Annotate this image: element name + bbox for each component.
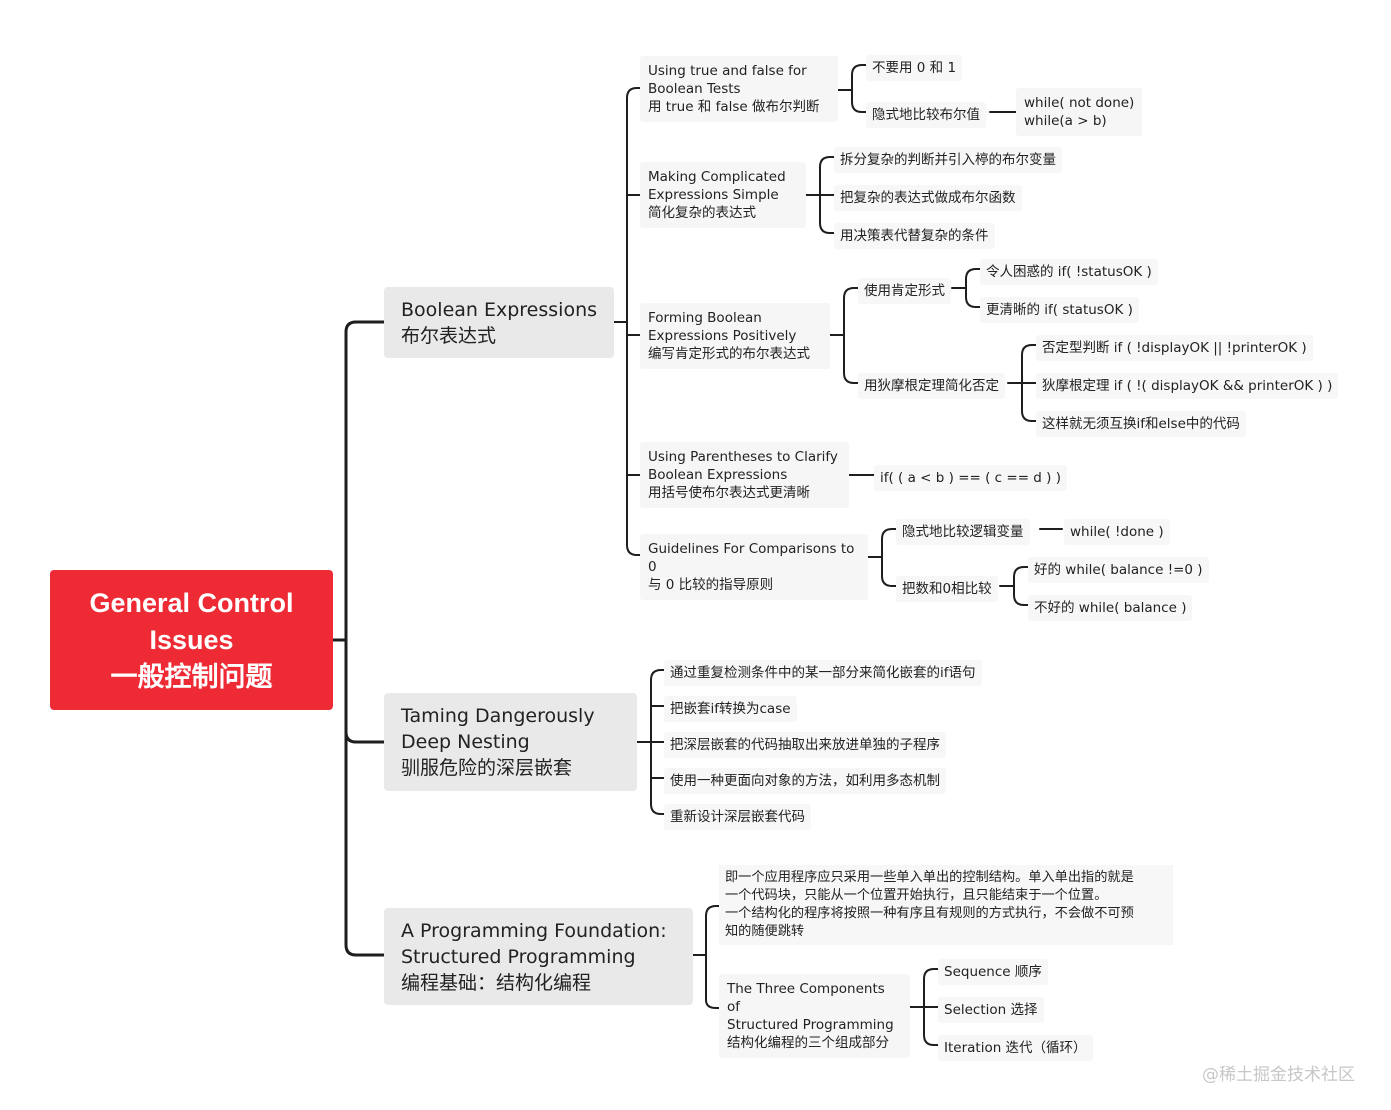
topic-nesting-polymorphism[interactable]: 使用一种更面向对象的方法，如利用多态机制 (664, 768, 946, 794)
topic-three-components[interactable]: The Three Components of Structured Progr… (719, 974, 910, 1058)
topic-while-examples[interactable]: while( not done) while(a > b) (1016, 88, 1143, 136)
topic-parentheses-example[interactable]: if( ( a < b ) == ( c == d ) ) (874, 465, 1067, 491)
branch-deep-nesting[interactable]: Taming Dangerously Deep Nesting 驯服危险的深层嵌… (384, 693, 637, 791)
topic-structured-description[interactable]: 即一个应用程序应只采用一些单入单出的控制结构。单入单出指的就是 一个代码块，只能… (719, 865, 1173, 945)
topic-iteration[interactable]: Iteration 迭代（循环） (938, 1035, 1093, 1061)
topic-compare-numbers[interactable]: 把数和0相比较 (896, 576, 998, 602)
topic-bad-example[interactable]: 不好的 while( balance ) (1028, 595, 1193, 621)
topic-selection[interactable]: Selection 选择 (938, 997, 1044, 1023)
topic-nesting-subroutine[interactable]: 把深层嵌套的代码抽取出来放进单独的子程序 (664, 732, 946, 758)
branch-structured-programming[interactable]: A Programming Foundation: Structured Pro… (384, 908, 693, 1005)
topic-nesting-redesign[interactable]: 重新设计深层嵌套代码 (664, 804, 811, 830)
topic-implicit-logic[interactable]: 隐式地比较逻辑变量 (896, 519, 1030, 545)
topic-true-false[interactable]: Using true and false for Boolean Tests 用… (640, 56, 838, 122)
topic-boolean-function[interactable]: 把复杂的表达式做成布尔函数 (834, 185, 1022, 211)
topic-decision-table[interactable]: 用决策表代替复杂的条件 (834, 223, 995, 249)
topic-demorgan[interactable]: 用狄摩根定理简化否定 (858, 373, 1005, 399)
topic-compare-zero[interactable]: Guidelines For Comparisons to 0 与 0 比较的指… (640, 534, 868, 600)
topic-clearer-example[interactable]: 更清晰的 if( statusOK ) (980, 297, 1139, 323)
topic-implicit-boolean[interactable]: 隐式地比较布尔值 (866, 102, 986, 128)
topic-good-example[interactable]: 好的 while( balance !=0 ) (1028, 557, 1209, 583)
topic-complicated-expressions[interactable]: Making Complicated Expressions Simple 简化… (640, 162, 806, 228)
topic-no-0-1[interactable]: 不要用 0 和 1 (866, 55, 963, 81)
topic-sequence[interactable]: Sequence 顺序 (938, 959, 1048, 985)
watermark: @稀土掘金技术社区 (1202, 1065, 1355, 1085)
topic-boolean-variable[interactable]: 拆分复杂的判断并引入楟的布尔变量 (834, 147, 1062, 173)
topic-nesting-recheck[interactable]: 通过重复检测条件中的某一部分来简化嵌套的if语句 (664, 660, 982, 686)
topic-confusing-example[interactable]: 令人困惑的 if( !statusOK ) (980, 259, 1158, 285)
topic-no-swap[interactable]: 这样就无须互换if和else中的代码 (1036, 411, 1246, 437)
topic-while-done[interactable]: while( !done ) (1064, 519, 1170, 545)
branch-boolean-expressions[interactable]: Boolean Expressions 布尔表达式 (384, 287, 614, 358)
topic-demorgan-example[interactable]: 狄摩根定理 if ( !( displayOK && printerOK ) ) (1036, 373, 1339, 399)
topic-parentheses[interactable]: Using Parentheses to Clarify Boolean Exp… (640, 442, 849, 508)
topic-negative-example[interactable]: 否定型判断 if ( !displayOK || !printerOK ) (1036, 335, 1313, 361)
topic-nesting-case[interactable]: 把嵌套if转换为case (664, 696, 797, 722)
topic-use-positive[interactable]: 使用肯定形式 (858, 278, 951, 304)
topic-forming-positively[interactable]: Forming Boolean Expressions Positively 编… (640, 303, 830, 369)
root-topic[interactable]: General Control Issues 一般控制问题 (50, 570, 333, 710)
